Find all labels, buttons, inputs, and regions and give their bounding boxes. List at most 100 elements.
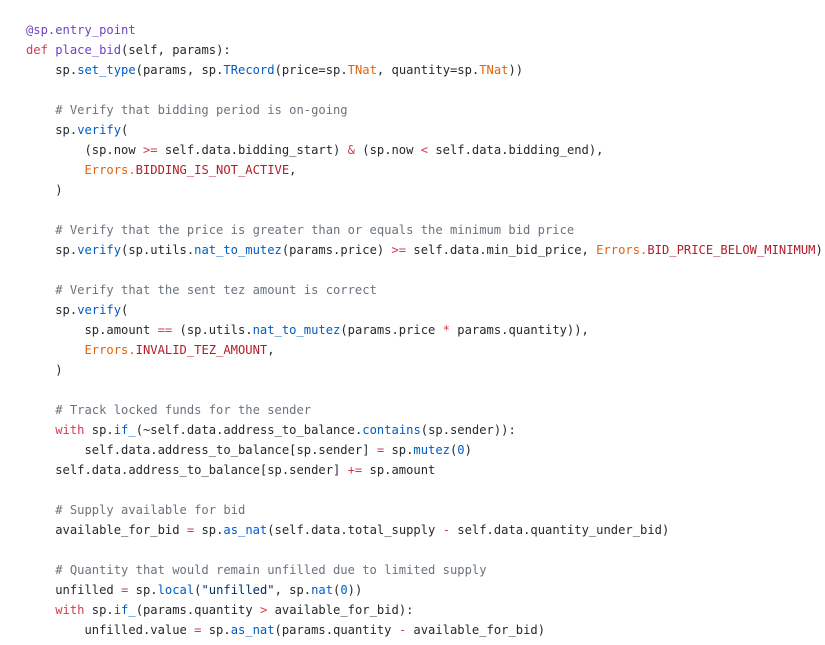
code-token-op: == bbox=[157, 323, 173, 337]
code-token-text: self.data.bidding_start) bbox=[157, 143, 348, 157]
code-token-text: ) bbox=[464, 443, 472, 457]
code-line: # Verify that bidding period is on-going bbox=[26, 100, 825, 120]
code-line: (sp.now >= self.data.bidding_start) & (s… bbox=[26, 140, 825, 160]
code-token-text: self.data.address_to_balance[sp.sender] bbox=[84, 443, 377, 457]
code-line: with sp.if_(~self.data.address_to_balanc… bbox=[26, 420, 825, 440]
code-token-num: 0 bbox=[340, 583, 348, 597]
code-token-text: , bbox=[267, 343, 275, 357]
code-token-enum: INVALID_TEZ_AMOUNT bbox=[135, 343, 268, 357]
code-token-attr: as_nat bbox=[223, 523, 268, 537]
code-token-op: = bbox=[121, 583, 129, 597]
code-line: # Track locked funds for the sender bbox=[26, 400, 825, 420]
code-token-type: TNat bbox=[479, 63, 509, 77]
code-token-text: (price=sp. bbox=[274, 63, 348, 77]
code-token-text: (~self.data.address_to_balance. bbox=[135, 423, 363, 437]
code-token-text: (self, params): bbox=[121, 43, 231, 57]
code-token-type: TNat bbox=[347, 63, 377, 77]
code-token-op: * bbox=[442, 323, 450, 337]
code-line: # Verify that the price is greater than … bbox=[26, 220, 825, 240]
code-token-text: available_for_bid bbox=[55, 523, 187, 537]
code-token-text: (params.price bbox=[340, 323, 443, 337]
code-line: sp.verify( bbox=[26, 120, 825, 140]
code-token-text: sp. bbox=[84, 603, 114, 617]
code-token-text: sp. bbox=[55, 303, 78, 317]
code-line: available_for_bid = sp.as_nat(self.data.… bbox=[26, 520, 825, 540]
code-token-attr: mutez bbox=[413, 443, 450, 457]
code-token-text: unfilled bbox=[55, 583, 122, 597]
code-token-text: , quantity=sp. bbox=[376, 63, 480, 77]
code-token-op: += bbox=[347, 463, 363, 477]
code-token-const: Errors. bbox=[84, 163, 136, 177]
code-line: sp.amount == (sp.utils.nat_to_mutez(para… bbox=[26, 320, 825, 340]
code-line: def place_bid(self, params): bbox=[26, 40, 825, 60]
code-token-attr: as_nat bbox=[230, 623, 275, 637]
code-token-kw: def bbox=[26, 43, 56, 57]
code-token-text: unfilled.value bbox=[84, 623, 195, 637]
code-token-text: (params.quantity bbox=[274, 623, 399, 637]
code-token-comment: # Verify that the price is greater than … bbox=[55, 223, 575, 237]
code-line: ​ bbox=[26, 80, 825, 100]
code-line: self.data.address_to_balance[sp.sender] … bbox=[26, 460, 825, 480]
code-token-str: "unfilled" bbox=[201, 583, 275, 597]
code-token-op: & bbox=[347, 143, 355, 157]
code-token-text: ( bbox=[121, 123, 129, 137]
code-token-text: (self.data.total_supply bbox=[267, 523, 443, 537]
code-token-num: 0 bbox=[457, 443, 465, 457]
code-token-attr: verify bbox=[77, 123, 122, 137]
code-token-text: , sp. bbox=[274, 583, 312, 597]
code-token-comment: # Quantity that would remain unfilled du… bbox=[55, 563, 487, 577]
code-token-attr: if_ bbox=[113, 603, 136, 617]
code-token-deco: @sp.entry_point bbox=[26, 23, 136, 37]
code-token-attr: contains bbox=[362, 423, 421, 437]
code-line: sp.verify(sp.utils.nat_to_mutez(params.p… bbox=[26, 240, 825, 260]
code-token-text: ) bbox=[55, 183, 63, 197]
code-token-op: - bbox=[442, 523, 450, 537]
code-token-attr: if_ bbox=[113, 423, 136, 437]
code-token-text: ( bbox=[449, 443, 458, 457]
code-line: with sp.if_(params.quantity > available_… bbox=[26, 600, 825, 620]
code-line: unfilled = sp.local("unfilled", sp.nat(0… bbox=[26, 580, 825, 600]
code-token-op: - bbox=[398, 623, 407, 637]
code-token-text: sp. bbox=[194, 523, 224, 537]
code-token-attr: local bbox=[157, 583, 195, 597]
code-token-text: , bbox=[289, 163, 297, 177]
code-token-op: >= bbox=[391, 243, 407, 257]
code-line: ​ bbox=[26, 200, 825, 220]
code-line: sp.set_type(params, sp.TRecord(price=sp.… bbox=[26, 60, 825, 80]
code-token-kw: with bbox=[55, 423, 85, 437]
code-token-op: = bbox=[186, 523, 195, 537]
code-line: ​ bbox=[26, 540, 825, 560]
code-token-text: sp.amount bbox=[362, 463, 436, 477]
code-line: sp.verify( bbox=[26, 300, 825, 320]
code-line: ) bbox=[26, 180, 825, 200]
code-line: # Verify that the sent tez amount is cor… bbox=[26, 280, 825, 300]
code-token-text: sp. bbox=[128, 583, 158, 597]
code-token-comment: # Track locked funds for the sender bbox=[55, 403, 312, 417]
code-token-comment: # Supply available for bid bbox=[55, 503, 246, 517]
code-token-attr: nat_to_mutez bbox=[194, 243, 282, 257]
code-token-text: sp.amount bbox=[84, 323, 158, 337]
code-token-text: available_for_bid) bbox=[406, 623, 546, 637]
code-token-op: > bbox=[259, 603, 268, 617]
code-token-text: )) bbox=[508, 63, 524, 77]
code-line: # Supply available for bid bbox=[26, 500, 825, 520]
code-token-text: (sp.now bbox=[84, 143, 143, 157]
code-token-text: params.quantity)), bbox=[449, 323, 589, 337]
code-line: @sp.entry_point bbox=[26, 20, 825, 40]
code-token-text: ) bbox=[815, 243, 823, 257]
code-token-const: Errors. bbox=[84, 343, 136, 357]
code-token-text: self.data.quantity_under_bid) bbox=[450, 523, 670, 537]
code-token-text: self.data.min_bid_price, bbox=[406, 243, 597, 257]
code-token-text: )) bbox=[347, 583, 363, 597]
code-token-text: ( bbox=[194, 583, 202, 597]
code-token-enum: BID_PRICE_BELOW_MINIMUM bbox=[647, 243, 816, 257]
code-token-text: self.data.bidding_end), bbox=[428, 143, 604, 157]
code-token-text: ) bbox=[55, 363, 63, 377]
code-token-op: = bbox=[194, 623, 202, 637]
code-token-text: (sp.utils. bbox=[172, 323, 253, 337]
code-token-text: sp. bbox=[55, 243, 78, 257]
code-token-text: (params.price) bbox=[281, 243, 392, 257]
code-token-attr: TRecord bbox=[223, 63, 275, 77]
code-token-text: self.data.address_to_balance[sp.sender] bbox=[55, 463, 348, 477]
